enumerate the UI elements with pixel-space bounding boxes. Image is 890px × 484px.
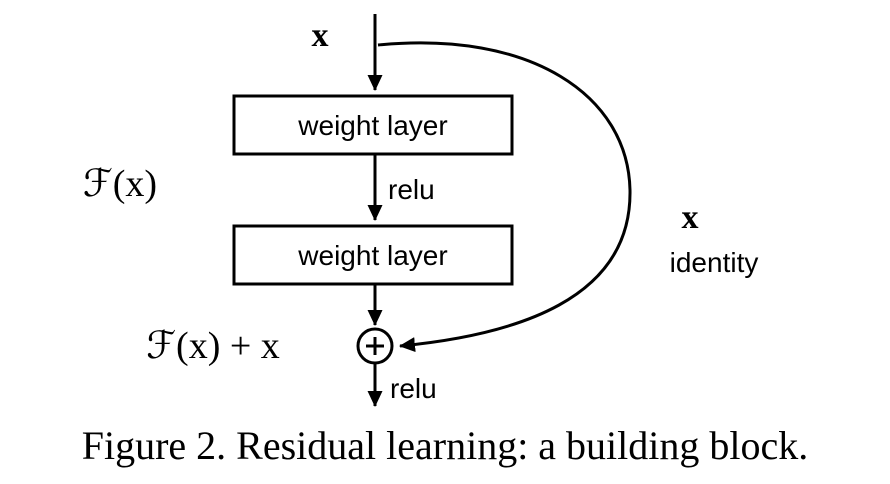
identity-label: identity: [670, 247, 759, 278]
input-x-label: x: [312, 17, 329, 54]
relu-out-label: relu: [390, 373, 437, 404]
weight-layer-1-label: weight layer: [297, 110, 447, 141]
relu-mid-label: relu: [388, 174, 435, 205]
addition-node: [356, 327, 394, 365]
residual-function-label: ℱ(x): [83, 163, 157, 205]
plus-icon: [366, 337, 384, 355]
weight-layer-2-label: weight layer: [297, 240, 447, 271]
weight-layer-1-box: [232, 94, 514, 156]
output-sum-label: ℱ(x) + x: [146, 325, 280, 367]
skip-connection-curve: [377, 41, 632, 353]
skip-x-label: x: [682, 199, 699, 236]
residual-block-diagram: x ℱ(x) weight layer relu weight layer ℱ(…: [83, 14, 759, 407]
figure-caption: Figure 2. Residual learning: a building …: [81, 423, 809, 468]
weight-layer-2-box: [232, 224, 514, 286]
